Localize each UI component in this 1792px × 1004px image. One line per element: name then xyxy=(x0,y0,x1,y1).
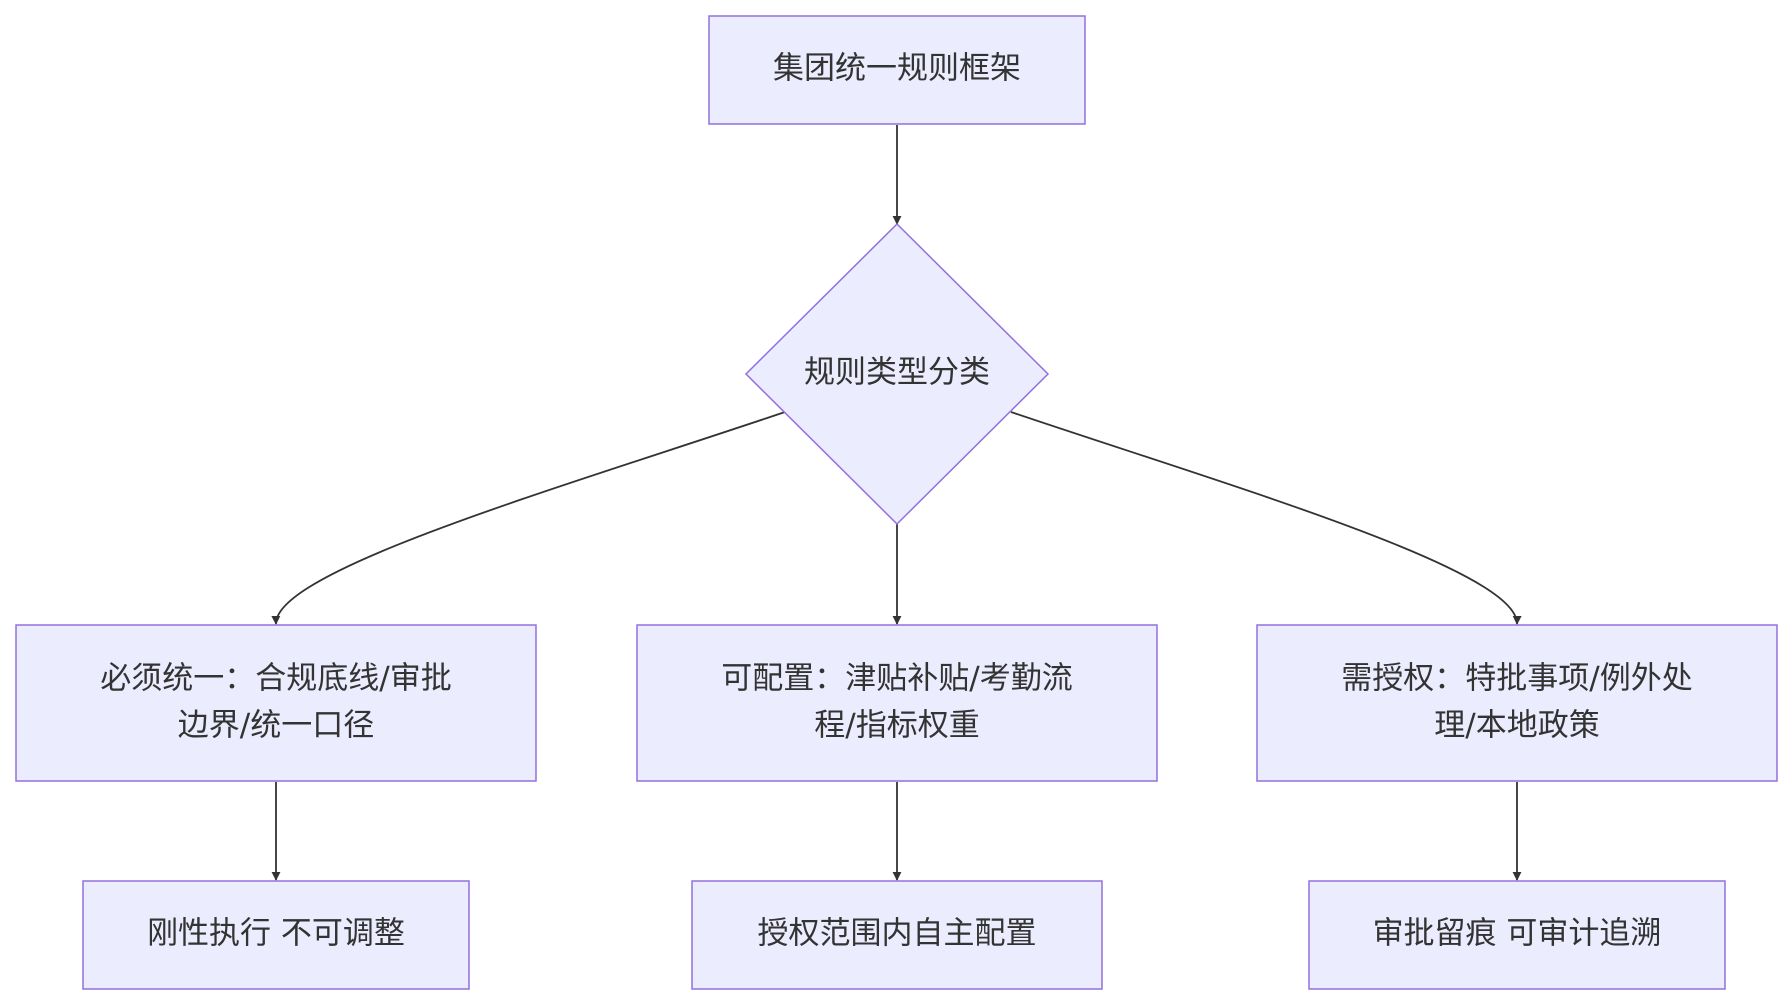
node-label-line-2: 程/指标权重 xyxy=(814,708,979,744)
node-label: 审批留痕 可审计追溯 xyxy=(1373,916,1662,952)
node-autonomous-configuration: 授权范围内自主配置 xyxy=(691,880,1103,990)
node-needs-authorization: 需授权：特批事项/例外处 理/本地政策 xyxy=(1256,624,1778,782)
node-must-unify: 必须统一：合规底线/审批 边界/统一口径 xyxy=(15,624,537,782)
node-label: 刚性执行 不可调整 xyxy=(147,916,405,952)
node-label-line-2: 边界/统一口径 xyxy=(178,708,374,744)
node-label-line-1: 可配置：津贴补贴/考勤流 xyxy=(721,661,1072,697)
node-label: 集团统一规则框架 xyxy=(773,51,1021,87)
node-label-line-2: 理/本地政策 xyxy=(1434,708,1599,744)
decision-label: 规则类型分类 xyxy=(804,355,990,391)
edges xyxy=(271,125,1522,881)
decision-rule-type-classification: 规则类型分类 xyxy=(744,222,1050,526)
edge-decision-to-right xyxy=(1010,411,1522,625)
node-configurable: 可配置：津贴补贴/考勤流 程/指标权重 xyxy=(636,624,1158,782)
node-approval-traceable: 审批留痕 可审计追溯 xyxy=(1308,880,1726,990)
edge-decision-to-left xyxy=(271,411,786,625)
node-unified-rule-framework: 集团统一规则框架 xyxy=(708,15,1086,125)
node-label-line-1: 需授权：特批事项/例外处 xyxy=(1341,661,1692,697)
node-label-line-1: 必须统一：合规底线/审批 xyxy=(100,661,451,697)
node-label: 授权范围内自主配置 xyxy=(758,916,1037,952)
node-rigid-execution: 刚性执行 不可调整 xyxy=(82,880,470,990)
